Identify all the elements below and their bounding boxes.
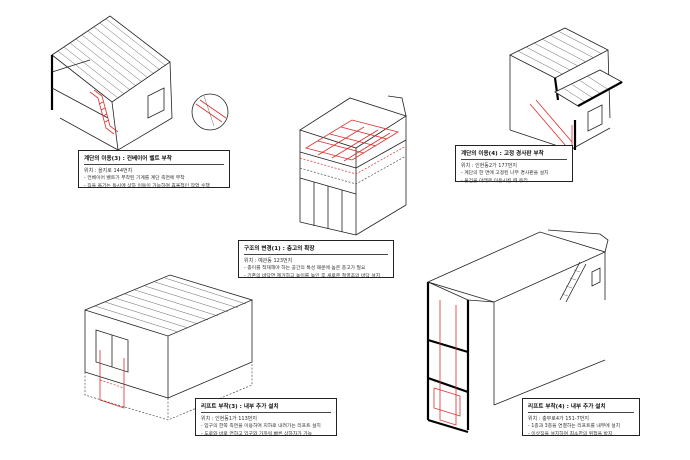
card-line: - 입구의 한쪽 측면을 이용하여 지하로 내려가는 리프트 설치: [201, 424, 321, 429]
card-lift-4: 리프트 부착(4) : 내부 추가 설치 위치 : 충무로4가 151-7번지 …: [522, 398, 640, 437]
card-lift-3: 리프트 부착(3) : 내부 추가 설치 위치 : 인현동1가 113번지 - …: [195, 398, 337, 437]
card-line: - 계단의 한 면에 고정된 나무 경사판을 설치: [461, 171, 549, 176]
card-line: - 짐을 옮기는 동시에 상하 이동이 가능하여 효율적인 작업 수행: [84, 184, 210, 189]
card-ramp: 계단의 이용(4) : 고정 경사판 부착 위치 : 인현동2가 177번지 -…: [455, 145, 573, 184]
card-location: 위치 : 예관동 123번지: [244, 258, 293, 264]
card-location: 위치 : 인현동2가 177번지: [461, 163, 517, 169]
card-ceiling: 구조의 변경(1) : 층고의 확장 위치 : 예관동 123번지 - 종이를 …: [238, 240, 394, 279]
card-title: 구조의 변경(1) : 층고의 확장: [244, 244, 388, 255]
drawing-raised-ceiling: [299, 95, 407, 236]
card-line: - 종이를 적재해야 하는 공간의 특성 때문에 높은 층고가 필요: [244, 266, 366, 271]
card-location: 위치 : 을지로 144번지: [84, 168, 133, 174]
card-location: 위치 : 인현동1가 113번지: [201, 416, 257, 422]
drawing-conveyor-house: [50, 15, 173, 151]
card-line: - 컨베이어 벨트가 부착된 기계를 계단 측면에 부착: [84, 176, 185, 181]
card-title: 계단의 이용(4) : 고정 경사판 부착: [461, 149, 567, 160]
card-line: - 물건을 아래로 이동시킬 때 유리: [461, 179, 528, 184]
card-title: 계단의 이용(3) : 컨베이어 벨트 부착: [84, 154, 224, 165]
card-title: 리프트 부착(3) : 내부 추가 설치: [201, 402, 331, 413]
detail-circle: [191, 93, 229, 131]
card-line: - 기존의 바닥면 제거하고 높이를 높인 후 새로운 철골조의 바닥 설치: [244, 274, 381, 279]
drawing-lift-tower-right: [426, 229, 609, 434]
card-conveyor: 계단의 이용(3) : 컨베이어 벨트 부착 위치 : 을지로 144번지 - …: [78, 150, 230, 189]
card-line: - 1층과 3층을 연결하는 리프트를 내부에 설치: [528, 424, 621, 429]
card-title: 리프트 부착(4) : 내부 추가 설치: [528, 402, 634, 413]
drawing-ramp-house: [509, 27, 623, 151]
card-location: 위치 : 충무로4가 151-7번지: [528, 416, 589, 422]
drawing-lift-box-left: [83, 274, 254, 421]
card-line: - 이삿짐을 설치하여 최소한의 위험을 방지: [528, 432, 613, 437]
card-line: - 도로와 바로 면하고 입구와 가까워 빠른 상하차가 가능: [201, 432, 313, 437]
